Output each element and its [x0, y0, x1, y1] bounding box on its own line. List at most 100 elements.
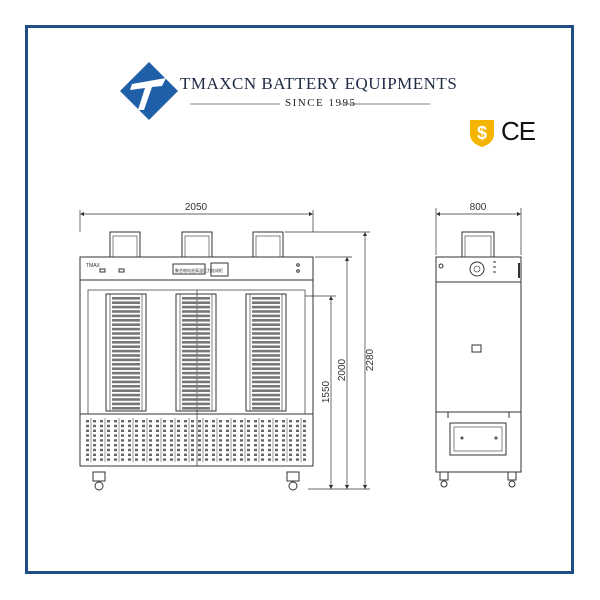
vent-column	[100, 418, 110, 462]
battery-tray	[252, 327, 280, 331]
battery-tray	[112, 380, 140, 384]
battery-tray	[112, 332, 140, 335]
battery-tray	[182, 389, 210, 392]
battery-tray	[182, 380, 210, 384]
battery-tray	[252, 301, 280, 304]
battery-tray	[252, 363, 280, 366]
side-dimensions	[435, 208, 522, 255]
battery-tray	[252, 398, 280, 401]
battery-tray	[252, 402, 280, 406]
battery-tray	[182, 310, 210, 313]
battery-tray	[112, 385, 140, 388]
battery-tray	[252, 393, 280, 397]
battery-tray	[182, 367, 210, 370]
sgs-shield-icon: $	[470, 120, 494, 147]
dim-height-rack: 1550	[321, 380, 332, 403]
vent-column	[226, 418, 236, 462]
battery-tray	[182, 363, 210, 366]
outer-frame	[25, 25, 574, 574]
battery-tray	[112, 297, 140, 300]
battery-tray	[112, 358, 140, 362]
battery-tray	[252, 349, 280, 353]
battery-tray	[252, 376, 280, 379]
brand-name: TMAXCN BATTERY EQUIPMENTS	[180, 74, 458, 93]
vent-column	[212, 418, 222, 462]
top-handles	[109, 231, 284, 258]
battery-tray	[112, 389, 140, 392]
battery-tray	[252, 407, 280, 410]
front-dimensions	[79, 210, 370, 490]
battery-tray	[112, 354, 140, 357]
vent-column	[114, 418, 124, 462]
battery-tray	[112, 345, 140, 348]
dim-height-cabinet: 2000	[337, 358, 348, 381]
battery-tray	[182, 327, 210, 331]
panel-title: 聚合物电池高温压力化成柜	[175, 267, 223, 273]
battery-tray	[112, 407, 140, 410]
battery-tray	[252, 319, 280, 322]
vent-column	[254, 418, 264, 462]
battery-tray	[182, 319, 210, 322]
battery-tray	[182, 398, 210, 401]
battery-tray	[252, 367, 280, 370]
battery-tray	[252, 345, 280, 348]
battery-tray	[112, 327, 140, 331]
battery-tray	[112, 376, 140, 379]
battery-tray	[182, 376, 210, 379]
vent-column	[240, 418, 250, 462]
battery-tray	[182, 358, 210, 362]
battery-tray	[112, 310, 140, 313]
dim-width-side: 800	[470, 202, 487, 213]
battery-tray	[182, 385, 210, 388]
battery-tray	[112, 393, 140, 397]
battery-tray	[112, 336, 140, 340]
battery-tray	[182, 332, 210, 335]
battery-racks	[105, 293, 287, 412]
battery-tray	[182, 297, 210, 300]
dim-height-overall: 2280	[365, 348, 376, 371]
vent-column	[170, 418, 180, 462]
front-wheels	[92, 471, 300, 491]
vent-column	[86, 418, 96, 462]
svg-text:$: $	[477, 123, 487, 143]
battery-tray	[182, 402, 210, 406]
battery-tray	[252, 371, 280, 375]
vent-panel	[86, 418, 306, 462]
tmaxcn-logo-icon	[120, 62, 178, 120]
battery-tray	[252, 341, 280, 344]
battery-tray	[252, 358, 280, 362]
ce-mark: CE	[501, 116, 536, 146]
battery-tray	[112, 402, 140, 406]
battery-tray	[182, 349, 210, 353]
vent-column	[128, 418, 138, 462]
main-cabinet	[79, 279, 314, 467]
brand-rule	[190, 103, 430, 105]
vent-column	[184, 418, 194, 462]
vent-column	[282, 418, 292, 462]
battery-tray	[252, 336, 280, 340]
battery-tray	[182, 314, 210, 318]
battery-tray	[182, 407, 210, 410]
battery-tray	[112, 371, 140, 375]
vent-column	[296, 418, 306, 462]
front-view	[79, 231, 314, 467]
battery-tray	[182, 354, 210, 357]
battery-tray	[182, 393, 210, 397]
battery-tray	[182, 305, 210, 309]
side-view	[435, 231, 522, 488]
panel-badge: TMAX	[86, 263, 101, 269]
brand-since: SINCE 1995	[285, 97, 357, 109]
battery-tray	[182, 336, 210, 340]
battery-tray	[112, 314, 140, 318]
battery-rack	[105, 293, 147, 412]
battery-tray	[112, 363, 140, 366]
battery-tray	[182, 345, 210, 348]
dim-width-front: 2050	[185, 202, 208, 213]
battery-tray	[112, 301, 140, 304]
battery-tray	[252, 389, 280, 392]
battery-tray	[252, 385, 280, 388]
battery-tray	[112, 367, 140, 370]
battery-tray	[182, 371, 210, 375]
battery-tray	[112, 398, 140, 401]
battery-rack	[175, 293, 217, 412]
